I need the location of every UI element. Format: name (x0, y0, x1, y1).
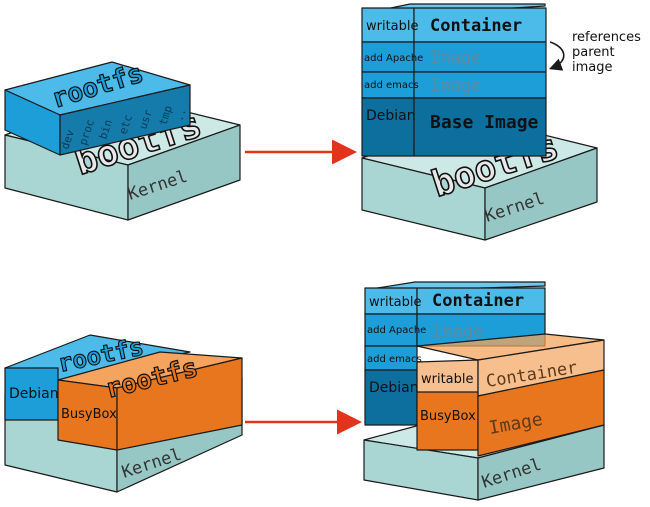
busybox-label-bl: BusyBox (61, 407, 117, 422)
image-label-br: Image (432, 322, 483, 342)
annotation-references: references (572, 30, 641, 45)
base-image-label-tr: Base Image (430, 112, 539, 133)
debian-label-br: Debian (369, 380, 419, 396)
panel-bottom-right: Kernel writable Container add Apache Ima… (363, 281, 605, 501)
container-label-br: Container (432, 291, 524, 311)
container-label-tr: Container (430, 16, 522, 36)
add-apache-label-br: add Apache (367, 325, 426, 336)
busybox-label-br: BusyBox (420, 409, 476, 424)
dir-tmp: tmp (156, 104, 175, 127)
dir-etc: etc (116, 113, 135, 136)
image2-label-tr: Image (430, 76, 481, 96)
panel-bottom-left: Kernel rootfs Debian rootfs BusyBox (4, 332, 243, 493)
add-emacs-label-br: add emacs (367, 354, 422, 365)
writable-label-br: writable (369, 295, 422, 310)
debian-label-bl: Debian (9, 386, 59, 402)
dir-dev: dev (58, 128, 77, 151)
writable2-label-br: writable (421, 372, 474, 387)
orange-stack-br: writable Container BusyBox Image (416, 333, 605, 457)
panel-top-right: Kernel bootfs writable Container add Apa… (361, 3, 641, 241)
add-apache-label-tr: add Apache (364, 53, 423, 64)
dir-usr: usr (136, 108, 155, 131)
panel-top-left: Kernel bootfs rootfs dev proc bin etc us… (4, 58, 241, 221)
annotation-curved-arrow (549, 41, 565, 71)
image-stack-tr: writable Container add Apache Image add … (361, 3, 547, 157)
writable-label-tr: writable (366, 19, 419, 34)
rootfs-block: rootfs (4, 58, 191, 156)
dir-bin: bin (96, 118, 115, 141)
image1-label-tr: Image (430, 48, 481, 68)
annotation-parent: parent (572, 45, 615, 60)
dir-dots: .. (172, 106, 188, 123)
add-emacs-label-tr: add emacs (364, 80, 419, 91)
debian-label-tr: Debian (366, 108, 416, 124)
annotation-image: image (572, 60, 613, 75)
